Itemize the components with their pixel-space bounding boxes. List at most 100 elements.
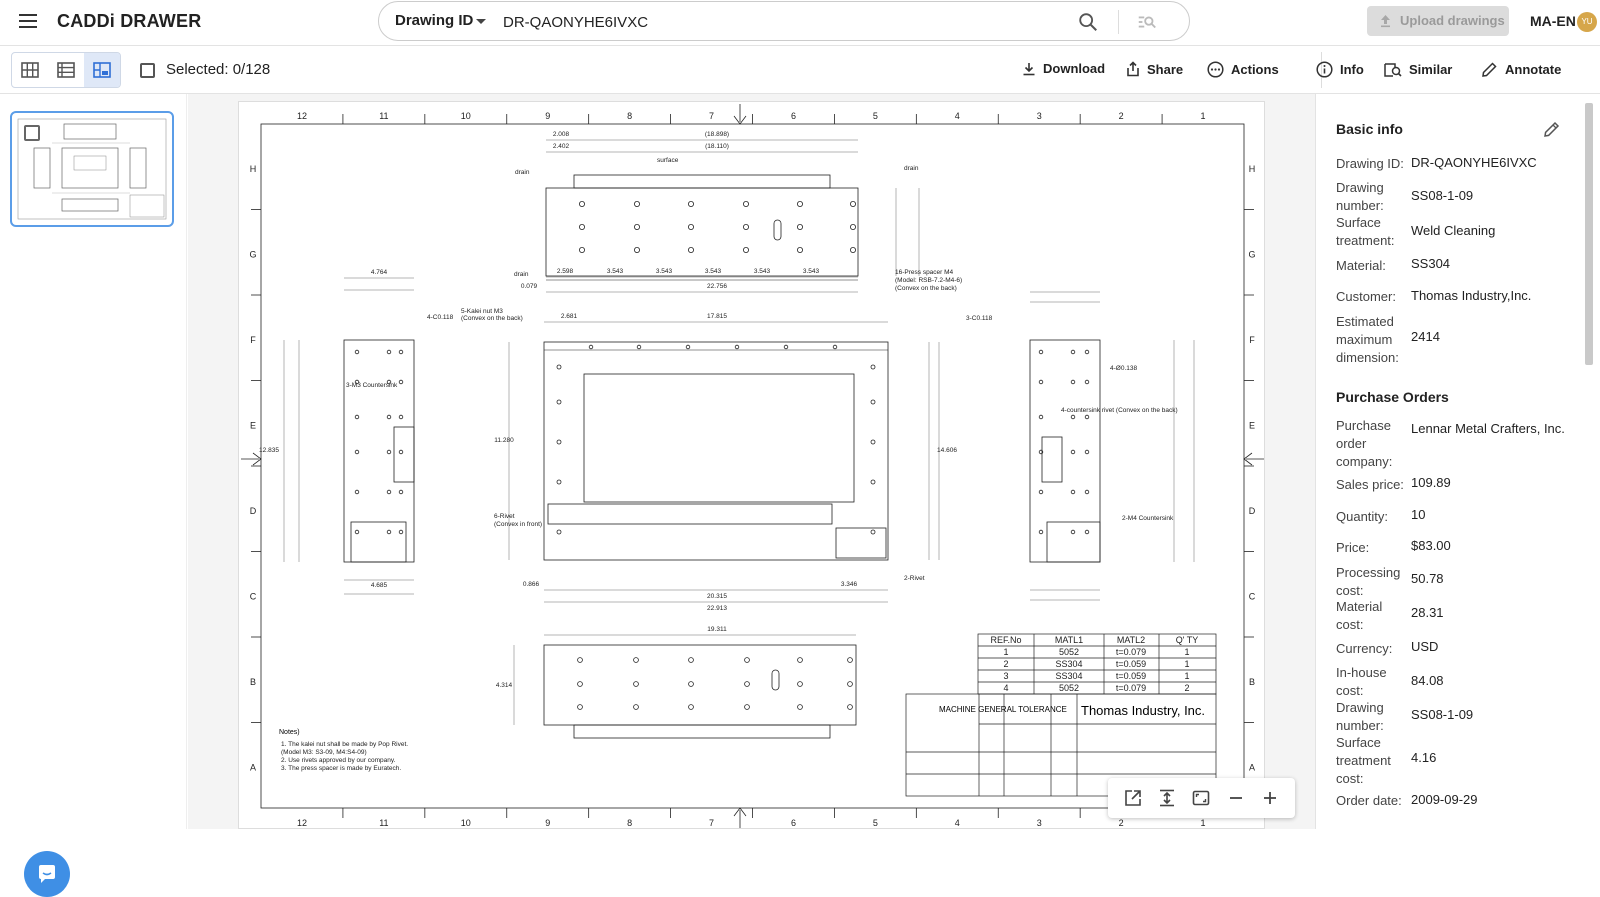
hole	[797, 246, 804, 253]
callout-label: (Convex on the back)	[895, 285, 957, 292]
hole	[354, 529, 360, 535]
info-panel-scrollbar[interactable]	[1585, 103, 1593, 823]
list-view-button[interactable]	[48, 53, 84, 87]
actions-button[interactable]: Actions	[1207, 61, 1279, 78]
chat-icon	[39, 865, 55, 883]
selected-count: Selected: 0/128	[166, 61, 271, 78]
dimension-label: 4.314	[496, 682, 513, 689]
upload-icon	[1381, 15, 1390, 28]
zone-row-label: D	[1249, 506, 1256, 516]
dimension-label: 2.598	[557, 268, 574, 275]
download-button[interactable]: Download	[1022, 61, 1105, 76]
zone-row-label: C	[250, 592, 257, 602]
search-type-select[interactable]: Drawing ID	[395, 12, 474, 29]
zone-column-label: 2	[1119, 818, 1124, 828]
actions-label: Actions	[1231, 62, 1279, 77]
callout-label: 4-Ø0.138	[1110, 365, 1137, 372]
note-line: (Model M3: S3-09, M4:S4-09)	[281, 749, 367, 756]
note-line: 1. The kalei nut shall be made by Pop Ri…	[281, 741, 408, 748]
language-selector[interactable]: MA-EN	[1530, 13, 1576, 29]
app-logo[interactable]: CADDi DRAWER	[57, 11, 202, 31]
scrollbar-thumb[interactable]	[1585, 103, 1593, 365]
zone-column-label: 11	[379, 818, 388, 828]
top-view	[545, 174, 859, 281]
zoom-in-button[interactable]	[1258, 786, 1282, 810]
zone-row-label: G	[1248, 250, 1255, 260]
more-icon	[1207, 61, 1224, 78]
hole	[797, 657, 803, 663]
callout-label: drain	[904, 165, 919, 172]
field-value: 4.16	[1411, 750, 1437, 765]
info-label: Info	[1340, 62, 1364, 77]
dimension-label: 11.280	[494, 437, 514, 444]
field-value: DR-QAONYHE6IVXC	[1411, 155, 1537, 170]
hole	[386, 349, 392, 355]
hole	[742, 246, 749, 253]
parts-table-cell: 1	[1003, 647, 1008, 657]
dimension-label: 3.543	[607, 268, 624, 275]
thumbnail-checkbox[interactable]	[24, 125, 40, 141]
front-view	[543, 341, 889, 561]
hole	[847, 681, 853, 687]
hole	[398, 529, 404, 535]
parts-table-cell: 5052	[1059, 683, 1079, 693]
field-label: Sales price:	[1336, 477, 1404, 492]
info-button[interactable]: Info	[1316, 61, 1364, 78]
open-external-button[interactable]	[1121, 786, 1145, 810]
chevron-down-icon[interactable]	[476, 19, 486, 24]
title-block	[905, 633, 1217, 797]
field-label: Drawing ID:	[1336, 156, 1404, 171]
parts-table-cell: SS304	[1055, 659, 1082, 669]
dimension-label: 22.756	[707, 283, 727, 290]
zone-row-label: A	[250, 763, 256, 773]
zone-column-label: 6	[791, 818, 796, 828]
field-value: 28.31	[1411, 605, 1444, 620]
hole	[744, 657, 750, 663]
field-label: Drawing number:	[1336, 180, 1384, 213]
upload-drawings-button[interactable]: Upload drawings	[1367, 6, 1509, 36]
hole	[636, 344, 642, 350]
fit-height-button[interactable]	[1155, 786, 1179, 810]
annotate-button[interactable]: Annotate	[1481, 61, 1561, 78]
field-label: Processing cost:	[1336, 565, 1401, 598]
advanced-search-icon[interactable]	[1136, 11, 1160, 35]
detail-view-button[interactable]	[84, 53, 120, 87]
menu-icon[interactable]	[19, 13, 39, 29]
info-icon	[1316, 61, 1333, 78]
dimension-label: 17.815	[707, 313, 727, 320]
hole	[688, 657, 694, 663]
similar-button[interactable]: Similar	[1384, 61, 1452, 78]
grid-icon	[21, 62, 39, 78]
share-button[interactable]: Share	[1126, 61, 1183, 77]
list-icon	[57, 62, 75, 78]
zone-column-label: 4	[955, 818, 960, 828]
dimension-label: 3.346	[841, 581, 858, 588]
search-input[interactable]	[503, 11, 1023, 33]
fit-screen-button[interactable]	[1189, 786, 1213, 810]
parts-table-cell: SS304	[1055, 671, 1082, 681]
grid-view-button[interactable]	[12, 53, 48, 87]
hole	[850, 201, 857, 208]
avatar[interactable]: YU	[1577, 12, 1597, 32]
hole	[1038, 349, 1044, 355]
hole	[1070, 414, 1076, 420]
field-value: 50.78	[1411, 571, 1444, 586]
drawing-thumbnail[interactable]	[10, 111, 174, 227]
zoom-out-button[interactable]	[1224, 786, 1248, 810]
dimension-label: 2.008	[553, 131, 570, 138]
chat-support-button[interactable]	[24, 851, 70, 897]
field-label: Order date:	[1336, 793, 1402, 808]
field-label: Price:	[1336, 540, 1370, 555]
edit-button[interactable]	[1542, 119, 1564, 141]
zone-row-label: F	[250, 335, 256, 345]
field-label: Surface treatment:	[1336, 215, 1395, 248]
parts-table-cell: 1	[1184, 647, 1189, 657]
hole	[870, 399, 876, 405]
hole	[744, 704, 750, 710]
zone-row-label: A	[1249, 763, 1255, 773]
search-icon[interactable]	[1077, 11, 1101, 35]
hole	[354, 489, 360, 495]
hole	[578, 201, 585, 208]
select-all-checkbox[interactable]	[140, 63, 155, 78]
